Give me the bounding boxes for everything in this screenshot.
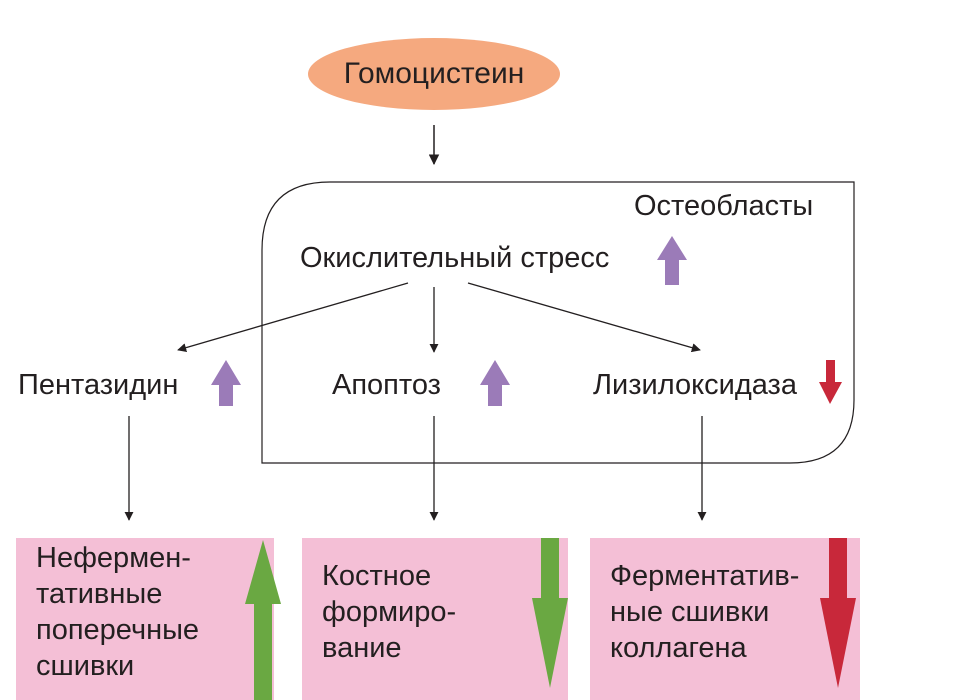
- pentosidine-up-arrow-icon: [211, 360, 241, 406]
- arrow-stress-to-pentosidine: [177, 282, 409, 353]
- big-down-arrow-red-icon: [820, 538, 856, 688]
- outcome-box-bone-formation: Костное формиро- вание: [302, 538, 568, 700]
- outcome-label-enzymatic: Ферментатив- ные сшивки коллагена: [610, 560, 800, 664]
- stress-up-arrow-icon: [657, 236, 687, 285]
- big-up-arrow-icon: [245, 540, 281, 700]
- arrow-stress-to-lysyl-oxidase: [467, 282, 701, 353]
- marker-label-lysyl-oxidase: Лизилоксидаза: [593, 369, 797, 401]
- osteoblast-container: [261, 181, 855, 464]
- outcome-label-nonenzymatic: Нефермен- тативные поперечные сшивки: [36, 542, 200, 682]
- marker-label-pentosidine: Пентазидин: [18, 369, 179, 401]
- outcome-box-enzymatic: Ферментатив- ные сшивки коллагена: [590, 538, 860, 700]
- root-node-label: Гомоцистеин: [343, 57, 525, 90]
- marker-label-apoptosis: Апоптоз: [332, 369, 441, 401]
- lysyl-oxidase-down-arrow-icon: [819, 360, 842, 404]
- container-label: Остеобласты: [634, 190, 814, 222]
- outcome-box-nonenzymatic: Нефермен- тативные поперечные сшивки: [16, 538, 281, 700]
- stress-label: Окислительный стресс: [300, 242, 610, 274]
- big-down-arrow-green-icon: [532, 538, 568, 688]
- apoptosis-up-arrow-icon: [480, 360, 510, 406]
- root-node-shape: [308, 38, 560, 110]
- outcome-label-bone-formation: Костное формиро- вание: [322, 560, 457, 664]
